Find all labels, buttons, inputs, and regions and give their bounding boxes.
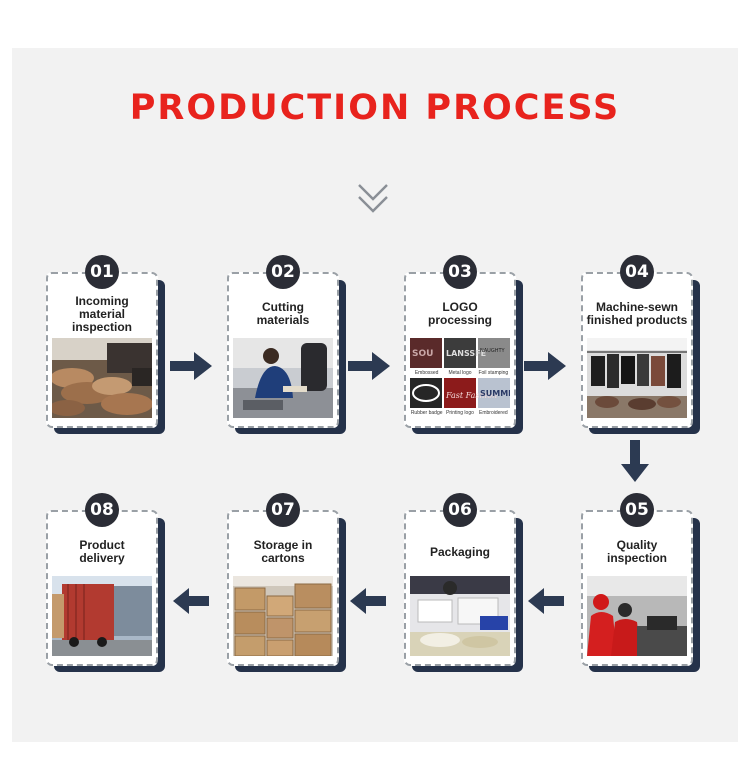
step-label: Cutting materials [229, 292, 337, 336]
step-card-06: 06 Packaging [404, 510, 516, 666]
step-label: Incoming material inspection [48, 292, 156, 336]
svg-text:SOU: SOU [412, 349, 433, 359]
step-label: Machine-sewn finished products [583, 292, 691, 336]
step-card-03: 03 LOGO processing SOU LANSSFE NAUGHTY F… [404, 272, 516, 428]
photo-cartons [233, 576, 333, 656]
step-label: Storage in cartons [229, 530, 337, 574]
step-label: Quality inspection [583, 530, 691, 574]
step-number-badge: 04 [620, 255, 654, 289]
photo-finished-bags [587, 338, 687, 418]
step-number-badge: 06 [443, 493, 477, 527]
arrow-right-icon [524, 352, 566, 380]
photo-packaging [410, 576, 510, 656]
step-label: LOGO processing [406, 292, 514, 336]
arrow-left-icon [173, 588, 209, 614]
logo-sample-label: Foil stamping [477, 368, 510, 378]
step-card-02: 02 Cutting materials [227, 272, 339, 428]
step-label: Product delivery [48, 530, 156, 574]
photo-cutting-worker [233, 338, 333, 418]
step-number-badge: 05 [620, 493, 654, 527]
logo-sample-label: Metal logo [443, 368, 476, 378]
step-number-badge: 01 [85, 255, 119, 289]
step-number-badge: 07 [266, 493, 300, 527]
logo-sample-label: Embossed [410, 368, 443, 378]
logo-sample-label: Printing logo [443, 408, 476, 418]
arrow-left-icon [528, 588, 564, 614]
arrow-down-icon [621, 440, 649, 482]
step-number-badge: 08 [85, 493, 119, 527]
step-card-08: 08 Product delivery [46, 510, 158, 666]
photo-delivery-truck [52, 576, 152, 656]
svg-text:NAUGHTY: NAUGHTY [480, 348, 506, 354]
logo-sample-label: Embroidered [477, 408, 510, 418]
step-card-01: 01 Incoming material inspection [46, 272, 158, 428]
step-card-05: 05 Quality inspection [581, 510, 693, 666]
double-chevron-down-icon [355, 182, 391, 216]
step-number-badge: 03 [443, 255, 477, 289]
photo-material-rolls [52, 338, 152, 418]
arrow-left-icon [350, 588, 386, 614]
step-card-04: 04 Machine-sewn finished products [581, 272, 693, 428]
logo-sample-label: Rubber badge [410, 408, 443, 418]
step-card-07: 07 Storage in cartons [227, 510, 339, 666]
step-label: Packaging [406, 530, 514, 574]
step-number-badge: 02 [266, 255, 300, 289]
arrow-right-icon [170, 352, 212, 380]
page-title: PRODUCTION PROCESS [0, 88, 750, 128]
arrow-right-icon [348, 352, 390, 380]
photo-quality-inspection [587, 576, 687, 656]
